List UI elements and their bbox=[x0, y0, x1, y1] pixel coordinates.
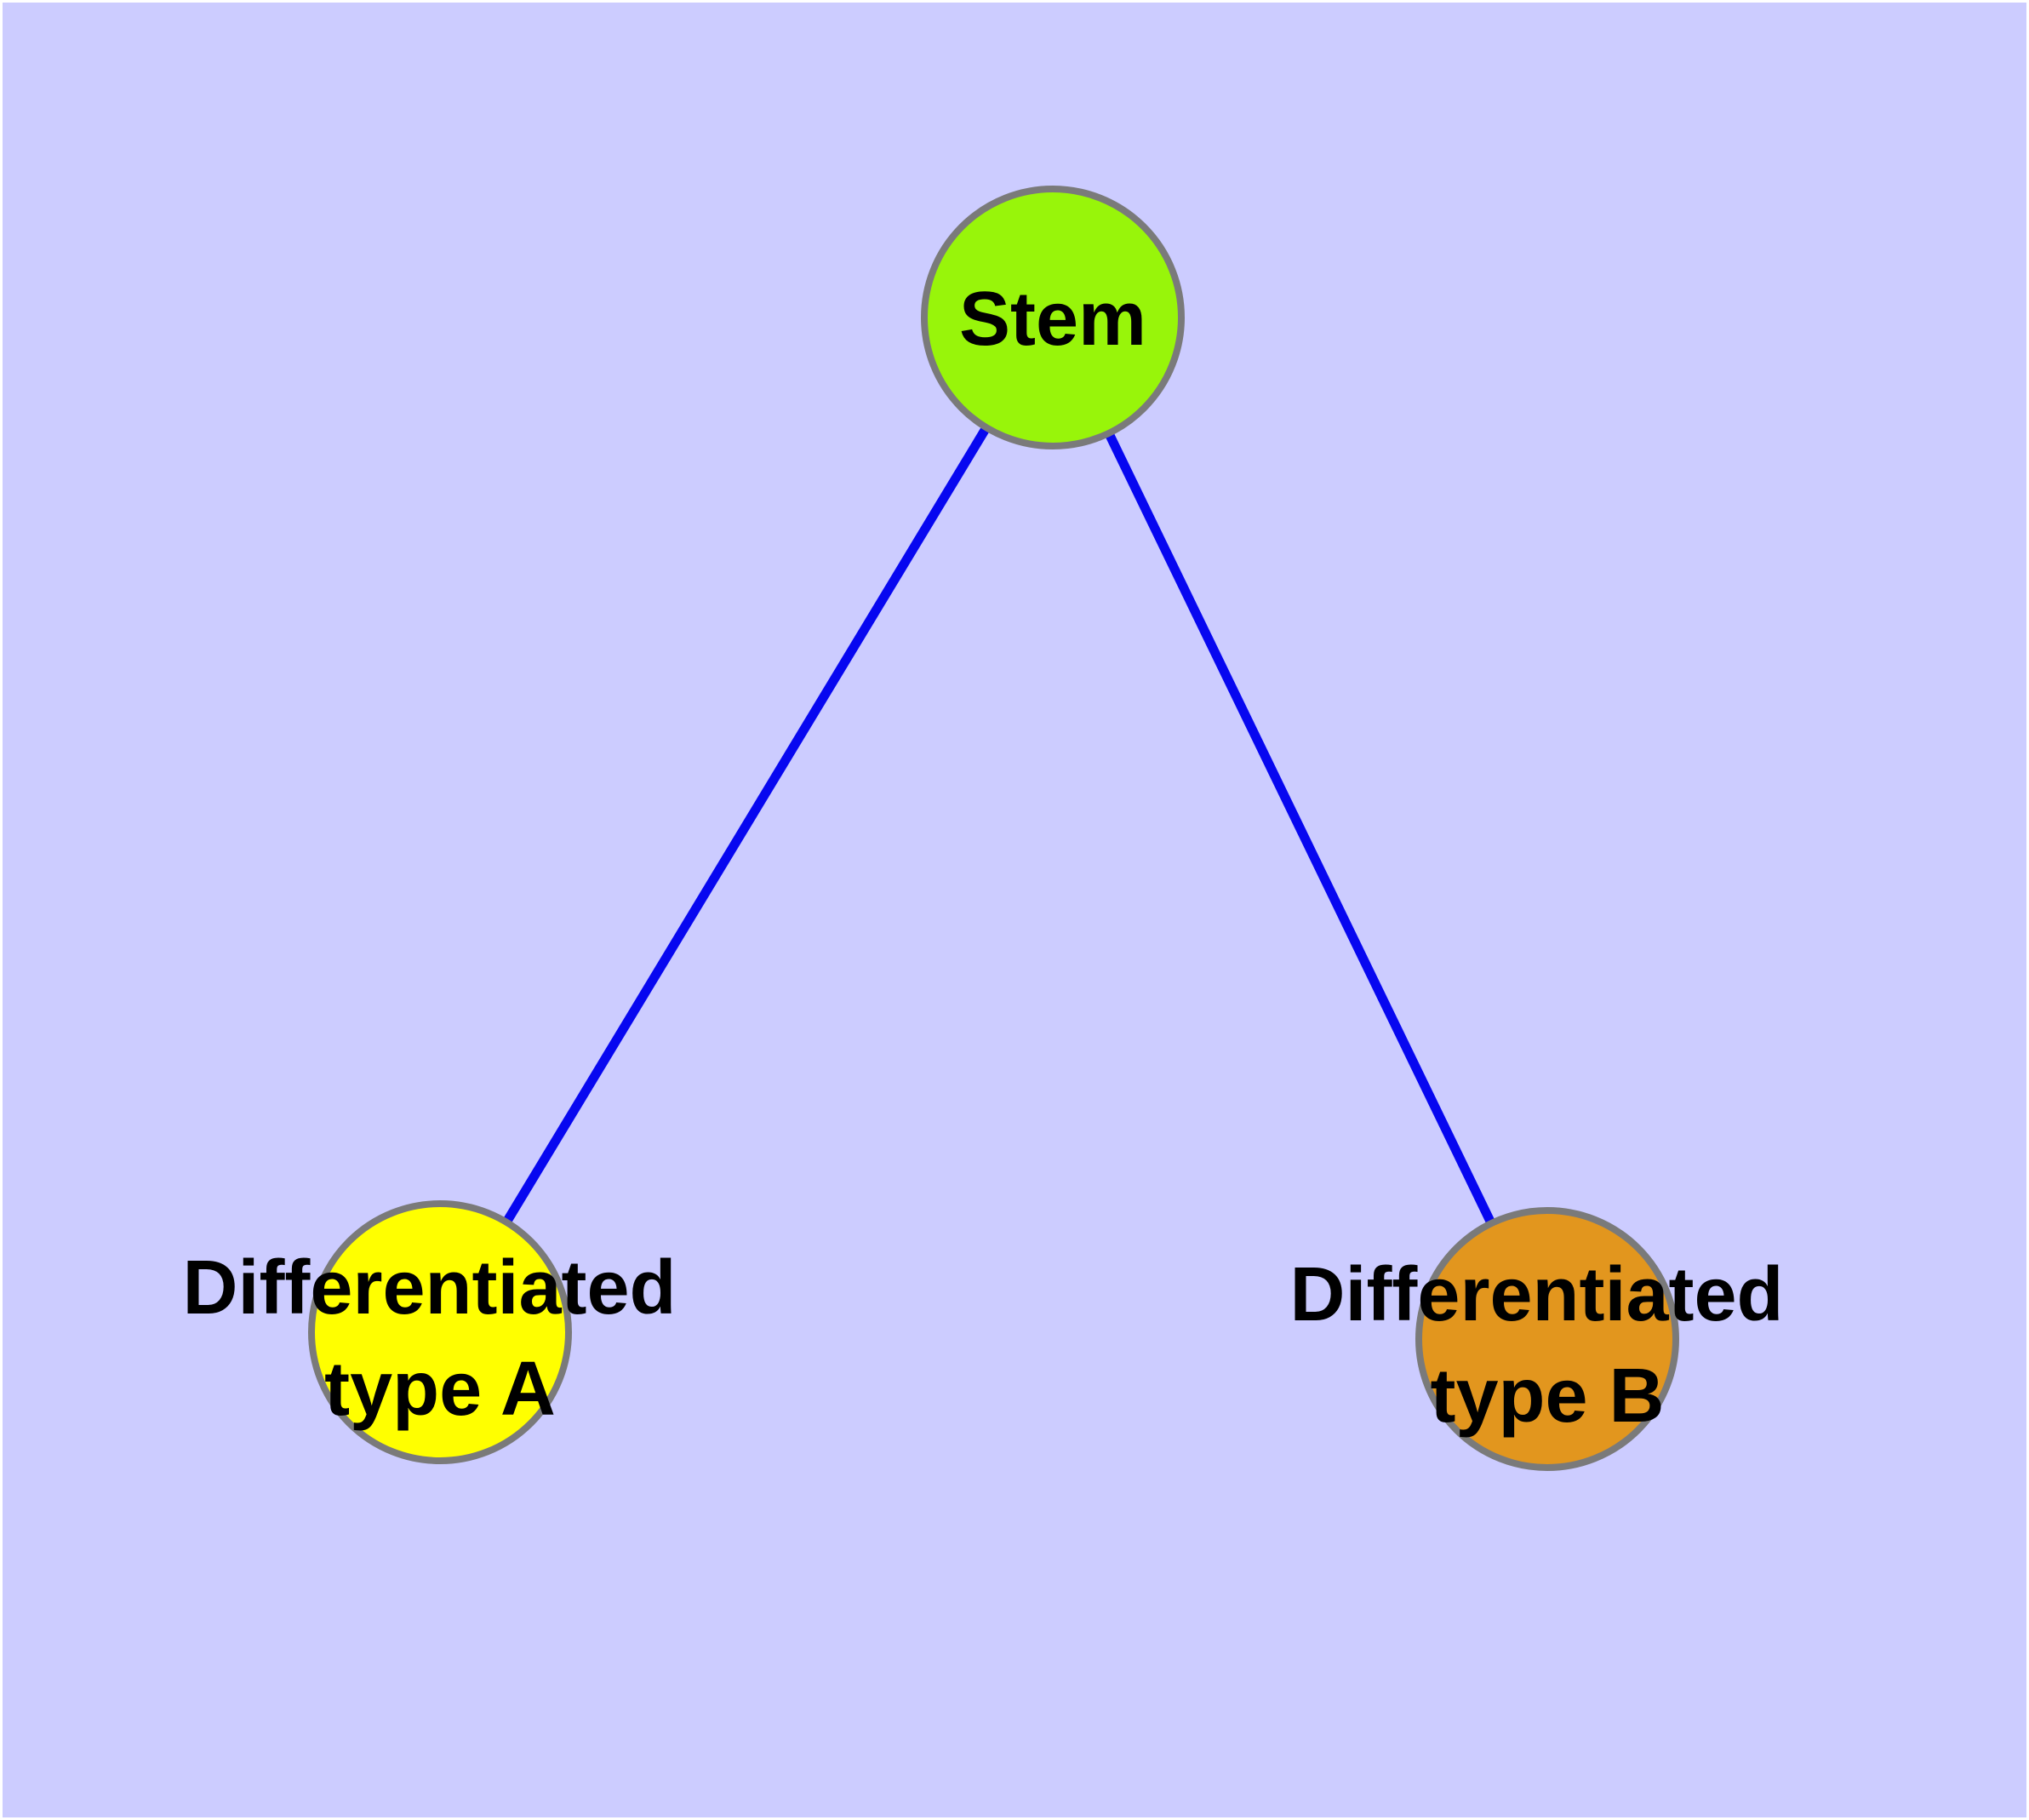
node-differentiated-type-b-label-line2: type B bbox=[1430, 1354, 1664, 1439]
node-stem-circle bbox=[921, 186, 1185, 449]
node-differentiated-type-b-circle bbox=[1415, 1207, 1679, 1471]
node-stem: Stem bbox=[921, 186, 1185, 449]
node-differentiated-type-a: Differentiated type A bbox=[182, 1200, 697, 1464]
edge-stem-to-type-a bbox=[436, 315, 1057, 1335]
node-differentiated-type-a-label-line1: Differentiated bbox=[182, 1245, 676, 1331]
edge-stem-to-type-b bbox=[1049, 315, 1552, 1342]
node-stem-label: Stem bbox=[959, 277, 1146, 362]
node-differentiated-type-b: Differentiated type B bbox=[1289, 1207, 1804, 1471]
edges bbox=[436, 315, 1552, 1342]
node-differentiated-type-b-label-line1: Differentiated bbox=[1289, 1252, 1783, 1337]
node-differentiated-type-a-circle bbox=[308, 1200, 572, 1464]
node-differentiated-type-b-label: Differentiated type B bbox=[1289, 1252, 1804, 1439]
node-differentiated-type-a-label-line2: type A bbox=[324, 1347, 556, 1432]
node-differentiated-type-a-label: Differentiated type A bbox=[182, 1245, 697, 1432]
